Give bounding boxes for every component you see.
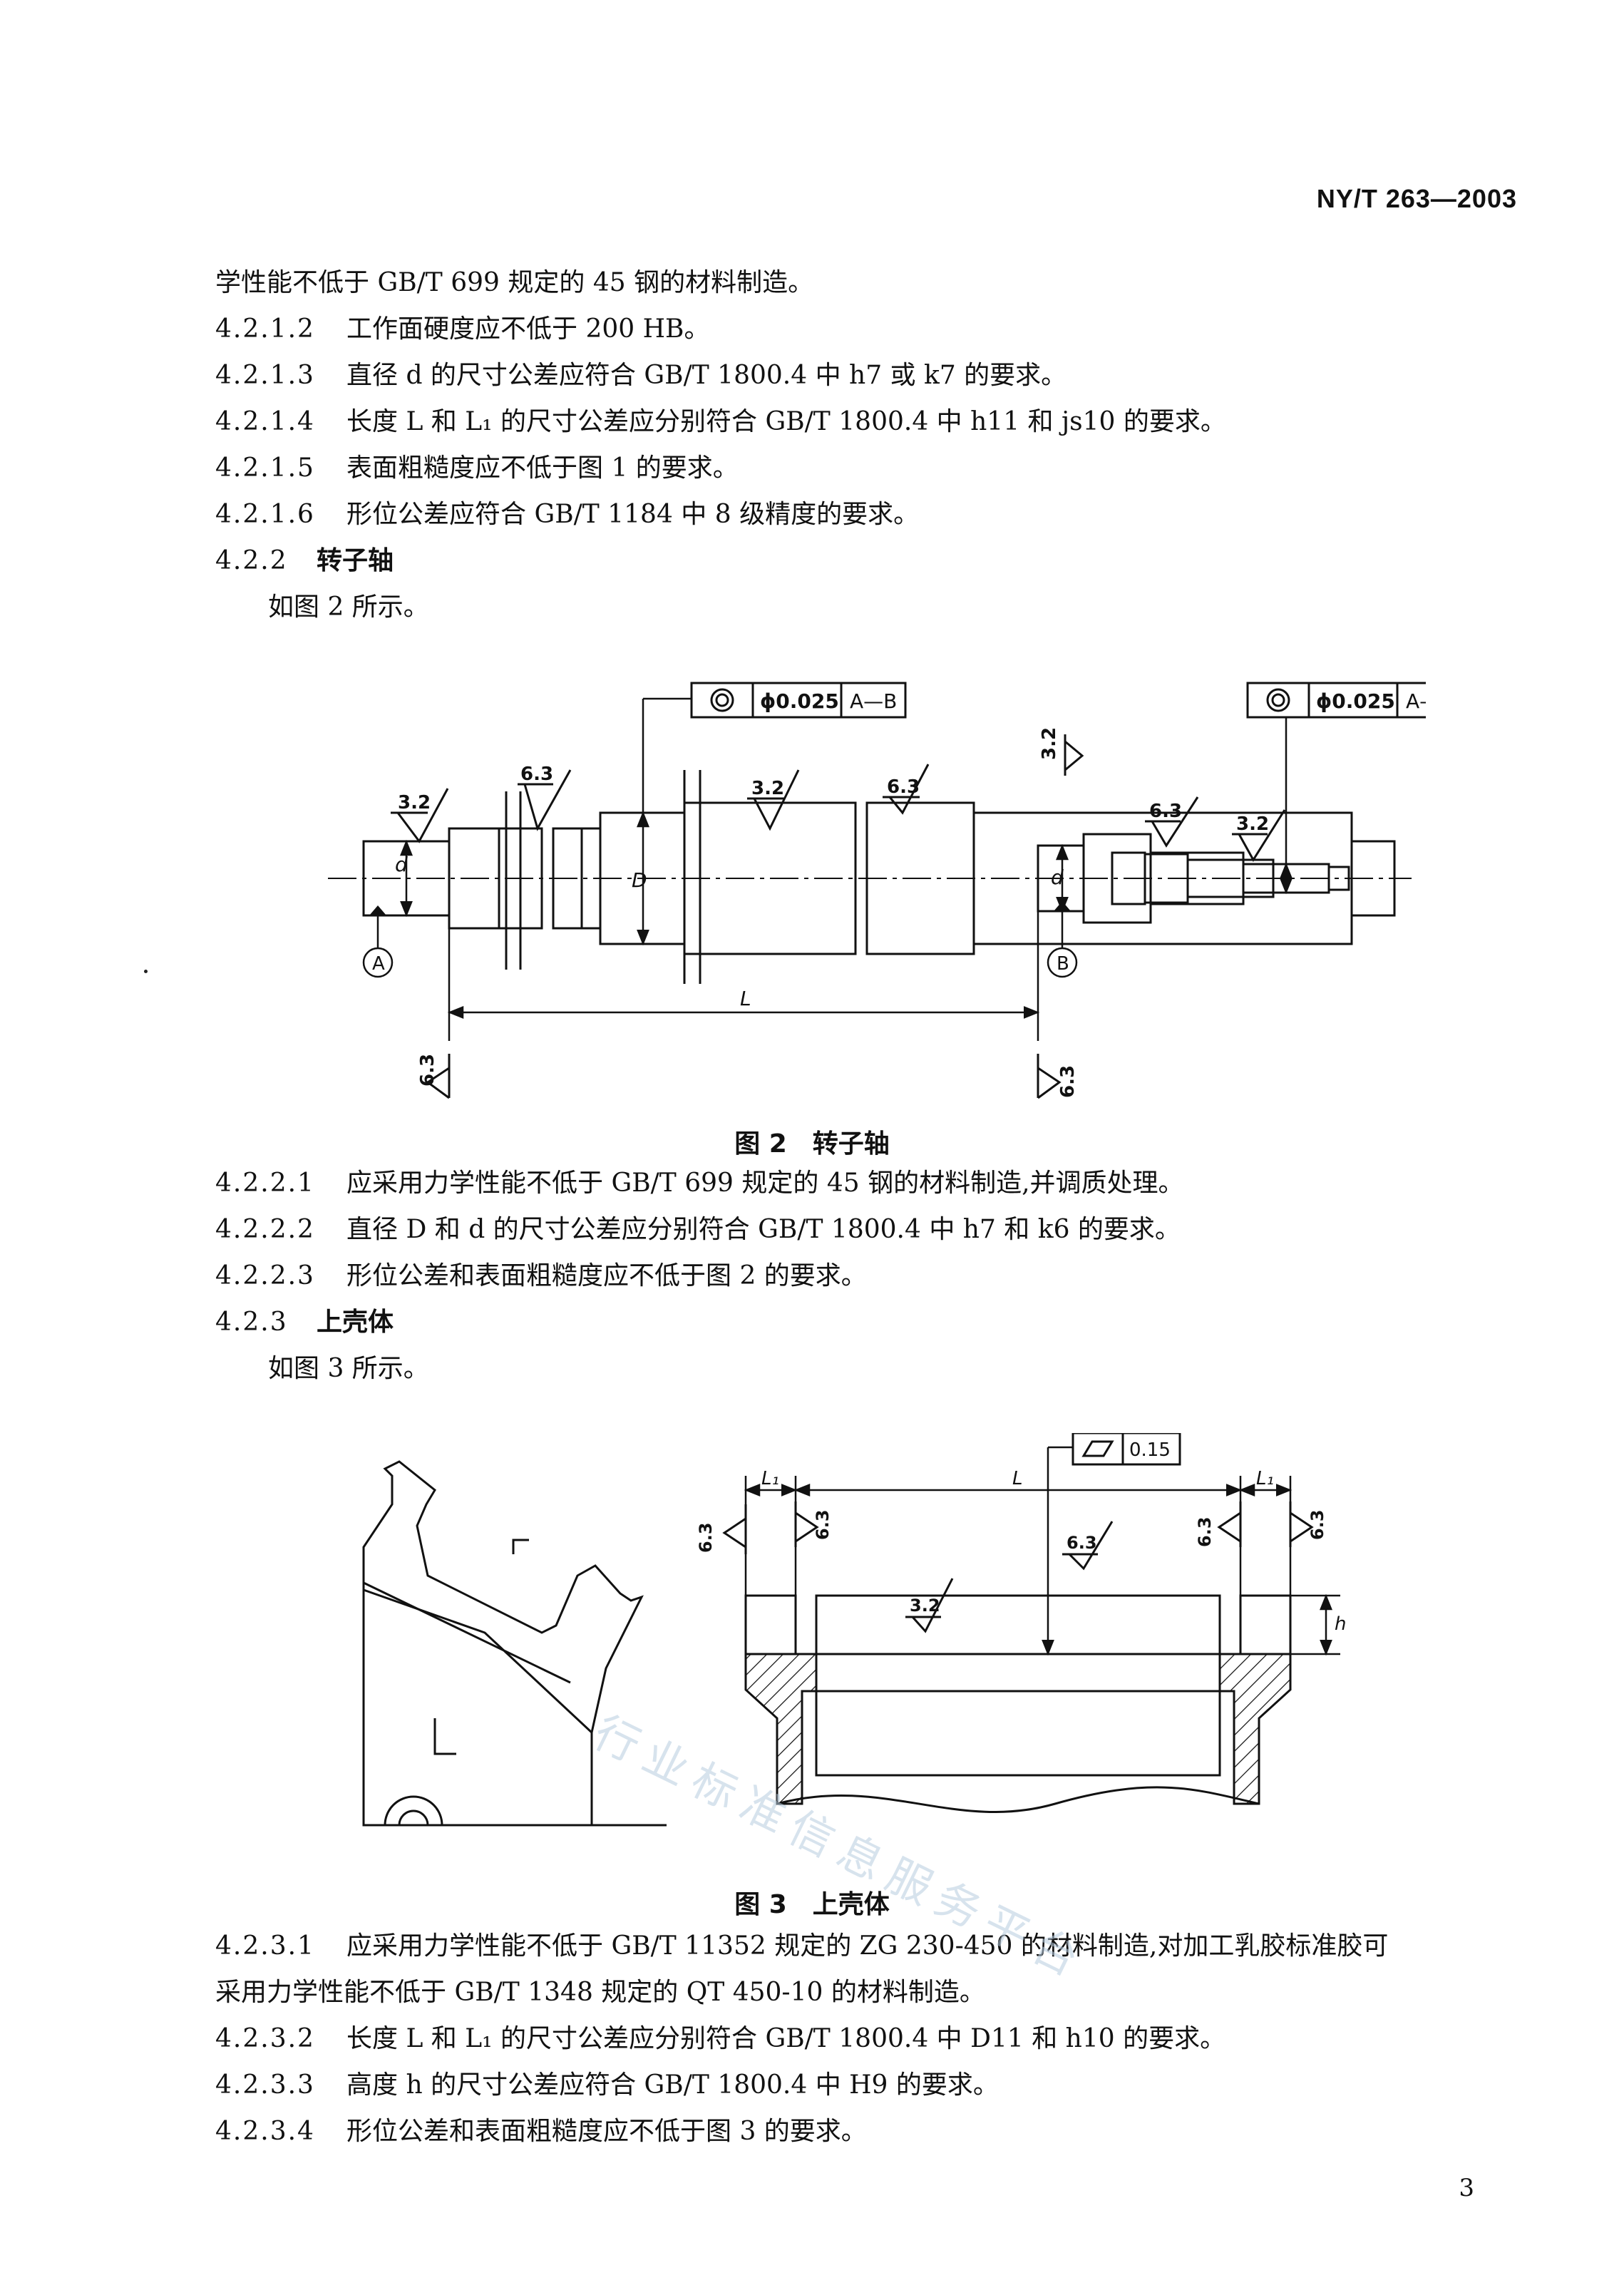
dim-L1-left: L₁ [761, 1468, 779, 1489]
clause-number: 4.2.2.1 [215, 1169, 315, 1198]
clause-4-2-1-4: 4.2.1.4 长度 L 和 L₁ 的尺寸公差应分别符合 GB/T 1800.4 … [215, 406, 1226, 438]
clause-number: 4.2.1.6 [215, 500, 315, 529]
datum-a-label: A [372, 953, 385, 975]
clause-text: 直径 D 和 d 的尺寸公差应分别符合 GB/T 1800.4 中 h7 和 k… [346, 1215, 1181, 1244]
para-text: 如图 3 所示。 [268, 1354, 429, 1383]
tolerance-value-1: ϕ0.025 [760, 689, 839, 713]
roughness-3-2-b: 3.2 [751, 778, 784, 799]
clause-4-2-3-1-continued: 采用力学性能不低于 GB/T 1348 规定的 QT 450-10 的材料制造。 [215, 1977, 985, 2008]
roughness-6-3-d: 6.3 [1307, 1509, 1327, 1540]
clause-number: 4.2.3.3 [215, 2070, 315, 2100]
clause-number: 4.2.1.4 [215, 407, 315, 436]
dim-h: h [1335, 1613, 1346, 1635]
section-title: 上壳体 [317, 1308, 394, 1337]
clause-number: 4.2.1.3 [215, 361, 315, 390]
roughness-6-3-a: 6.3 [520, 764, 553, 785]
roughness-6-3-a: 6.3 [696, 1522, 716, 1553]
para-text: 如图 2 所示。 [268, 592, 429, 622]
section-number: 4.2.3 [215, 1308, 288, 1337]
figure3-caption-title: 上壳体 [812, 1890, 890, 1919]
clause-number: 4.2.3.2 [215, 2024, 315, 2053]
section-title: 转子轴 [317, 546, 394, 575]
clause-4-2-3-4: 4.2.3.4 形位公差和表面粗糙度应不低于图 3 的要求。 [215, 2116, 867, 2147]
clause-number: 4.2.3.1 [215, 1931, 315, 1961]
standard-code: NY/T 263—2003 [1316, 184, 1517, 213]
clause-4-2-1-6: 4.2.1.6 形位公差应符合 GB/T 1184 中 8 级精度的要求。 [215, 499, 919, 530]
para-continuation: 学性能不低于 GB/T 699 规定的 45 钢的材料制造。 [215, 267, 813, 299]
clause-4-2-3-2: 4.2.3.2 长度 L 和 L₁ 的尺寸公差应分别符合 GB/T 1800.4 … [215, 2023, 1225, 2055]
dim-d-left: d [395, 853, 408, 876]
section-number: 4.2.2 [215, 546, 288, 575]
roughness-6-3-b: 6.3 [887, 776, 920, 798]
figure-ref: 如图 2 所示。 [268, 592, 429, 623]
clause-text: 长度 L 和 L₁ 的尺寸公差应分别符合 GB/T 1800.4 中 h11 和… [346, 407, 1226, 436]
section-4-2-2-heading: 4.2.2 转子轴 [215, 545, 394, 577]
clause-text: 形位公差应符合 GB/T 1184 中 8 级精度的要求。 [346, 500, 920, 529]
roughness-6-3-e: 6.3 [1057, 1065, 1079, 1098]
roughness-6-3-e: 6.3 [1067, 1533, 1097, 1553]
roughness-3-2-d: 3.2 [1236, 813, 1269, 835]
figure2-caption: 图 2 转子轴 [0, 1123, 1624, 1160]
dim-L: L [1012, 1468, 1023, 1489]
clause-4-2-3-1: 4.2.3.1 应采用力学性能不低于 GB/T 11352 规定的 ZG 230-… [215, 1931, 1388, 1962]
clause-number: 4.2.1.2 [215, 314, 315, 344]
dim-L: L [740, 987, 751, 1010]
clause-number: 4.2.2.3 [215, 1261, 315, 1290]
clause-4-2-2-2: 4.2.2.2 直径 D 和 d 的尺寸公差应分别符合 GB/T 1800.4 中… [215, 1214, 1181, 1246]
clause-number: 4.2.2.2 [215, 1215, 315, 1244]
clause-4-2-1-2: 4.2.1.2 工作面硬度应不低于 200 HB。 [215, 314, 709, 345]
dim-L1-right: L₁ [1256, 1468, 1274, 1489]
clause-text: 采用力学性能不低于 GB/T 1348 规定的 QT 450-10 的材料制造。 [215, 1978, 985, 2007]
clause-text: 形位公差和表面粗糙度应不低于图 2 的要求。 [346, 1261, 867, 1290]
clause-text: 形位公差和表面粗糙度应不低于图 3 的要求。 [346, 2117, 867, 2146]
roughness-3-2: 3.2 [910, 1596, 940, 1616]
clause-text: 应采用力学性能不低于 GB/T 699 规定的 45 钢的材料制造,并调质处理。 [346, 1169, 1184, 1198]
clause-4-2-1-3: 4.2.1.3 直径 d 的尺寸公差应符合 GB/T 1800.4 中 h7 或 … [215, 360, 1067, 391]
scan-dot [144, 970, 148, 973]
figure3-caption: 图 3 上壳体 [0, 1884, 1624, 1921]
figure2-caption-title: 转子轴 [812, 1129, 890, 1159]
roughness-6-3-c: 6.3 [1195, 1516, 1215, 1547]
clause-number: 4.2.3.4 [215, 2117, 315, 2146]
clause-text: 高度 h 的尺寸公差应符合 GB/T 1800.4 中 H9 的要求。 [346, 2070, 999, 2100]
dim-d-right: d [1051, 866, 1064, 889]
roughness-3-2-a: 3.2 [398, 792, 431, 813]
tolerance-datum-2: A—B [1406, 689, 1426, 713]
roughness-6-3-b: 6.3 [813, 1509, 833, 1540]
para-text: 学性能不低于 GB/T 699 规定的 45 钢的材料制造。 [215, 268, 814, 297]
figure3-drawing: 0.15 6.3 6.3 6.3 6.3 6.3 3.2 L₁ L L₁ h [362, 1433, 1346, 1827]
clause-number: 4.2.1.5 [215, 453, 315, 483]
section-4-2-3-heading: 4.2.3 上壳体 [215, 1307, 394, 1338]
clause-4-2-2-1: 4.2.2.1 应采用力学性能不低于 GB/T 699 规定的 45 钢的材料制造… [215, 1168, 1184, 1199]
roughness-3-2-c: 3.2 [1039, 727, 1060, 760]
datum-b-label: B [1057, 953, 1069, 975]
roughness-6-3-d: 6.3 [417, 1054, 438, 1087]
page-number: 3 [1459, 2174, 1474, 2202]
clause-text: 直径 d 的尺寸公差应符合 GB/T 1800.4 中 h7 或 k7 的要求。 [346, 361, 1067, 390]
clause-text: 表面粗糙度应不低于图 1 的要求。 [346, 453, 739, 483]
dim-D: D [632, 868, 647, 892]
tolerance-datum-1: A—B [850, 689, 897, 713]
figure-ref: 如图 3 所示。 [268, 1353, 429, 1385]
clause-4-2-1-5: 4.2.1.5 表面粗糙度应不低于图 1 的要求。 [215, 453, 739, 484]
figure2-drawing: A B ϕ0.025 A—B ϕ0.025 A—B 3.2 6.3 3.2 6.… [328, 682, 1426, 1099]
clause-4-2-3-3: 4.2.3.3 高度 h 的尺寸公差应符合 GB/T 1800.4 中 H9 的要… [215, 2070, 999, 2101]
clause-4-2-2-3: 4.2.2.3 形位公差和表面粗糙度应不低于图 2 的要求。 [215, 1261, 867, 1292]
roughness-6-3-c: 6.3 [1149, 801, 1182, 822]
clause-text: 长度 L 和 L₁ 的尺寸公差应分别符合 GB/T 1800.4 中 D11 和… [346, 2024, 1226, 2053]
figure2-caption-num: 图 2 [734, 1129, 787, 1159]
clause-text: 应采用力学性能不低于 GB/T 11352 规定的 ZG 230-450 的材料… [346, 1931, 1389, 1961]
figure3-caption-num: 图 3 [734, 1890, 787, 1919]
flatness-value: 0.15 [1129, 1439, 1171, 1461]
clause-text: 工作面硬度应不低于 200 HB。 [346, 314, 710, 344]
tolerance-value-2: ϕ0.025 [1316, 689, 1395, 713]
